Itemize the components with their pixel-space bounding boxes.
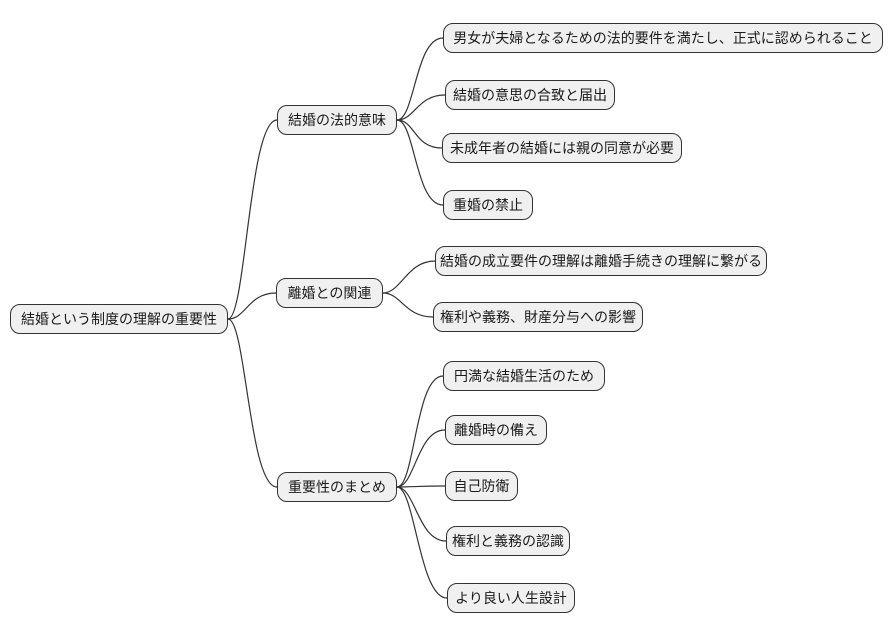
node-leaf-intent-and-registration: 結婚の意思の合致と届出	[445, 80, 615, 110]
node-leaf-legal-requirements: 男女が夫婦となるための法的要件を満たし、正式に認められること	[443, 23, 883, 53]
node-leaf-rights-awareness: 権利と義務の認識	[446, 526, 570, 556]
node-leaf-happy-marriage: 円満な結婚生活のため	[443, 361, 605, 391]
node-leaf-divorce-preparation: 離婚時の備え	[445, 415, 547, 445]
edge-divorce-preparation	[396, 429, 446, 488]
node-leaf-self-defense: 自己防衛	[445, 471, 518, 501]
edge-rights-awareness	[396, 486, 447, 542]
edge-intent-and-registration	[396, 94, 446, 121]
edge-bigamy-prohibition	[396, 119, 444, 206]
node-leaf-bigamy-prohibition: 重婚の禁止	[443, 190, 533, 220]
node-branch-legal-meaning: 結婚の法的意味	[277, 105, 397, 135]
edge-self-defense	[396, 485, 446, 488]
node-leaf-divorce-procedure: 結婚の成立要件の理解は離婚手続きの理解に繋がる	[435, 246, 767, 276]
edge-better-life-planning	[396, 486, 448, 599]
edge-minor-parental-consent	[396, 119, 443, 149]
node-root: 結婚という制度の理解の重要性	[10, 304, 228, 334]
node-branch-importance-summary: 重要性のまとめ	[277, 472, 397, 502]
edge-root-divorce-relation	[227, 292, 277, 320]
node-branch-divorce-relation: 離婚との関連	[276, 278, 383, 308]
edge-happy-marriage	[396, 375, 444, 488]
node-leaf-rights-obligations-property: 権利や義務、財産分与への影響	[433, 302, 643, 332]
edge-rights-obligations-property	[382, 292, 434, 318]
edge-root-importance-summary	[227, 318, 278, 488]
node-leaf-better-life-planning: より良い人生設計	[447, 583, 575, 613]
edge-root-legal-meaning	[227, 119, 278, 320]
node-leaf-minor-parental-consent: 未成年者の結婚には親の同意が必要	[442, 133, 682, 163]
edge-divorce-procedure	[382, 260, 436, 294]
edge-legal-requirements	[396, 37, 444, 121]
